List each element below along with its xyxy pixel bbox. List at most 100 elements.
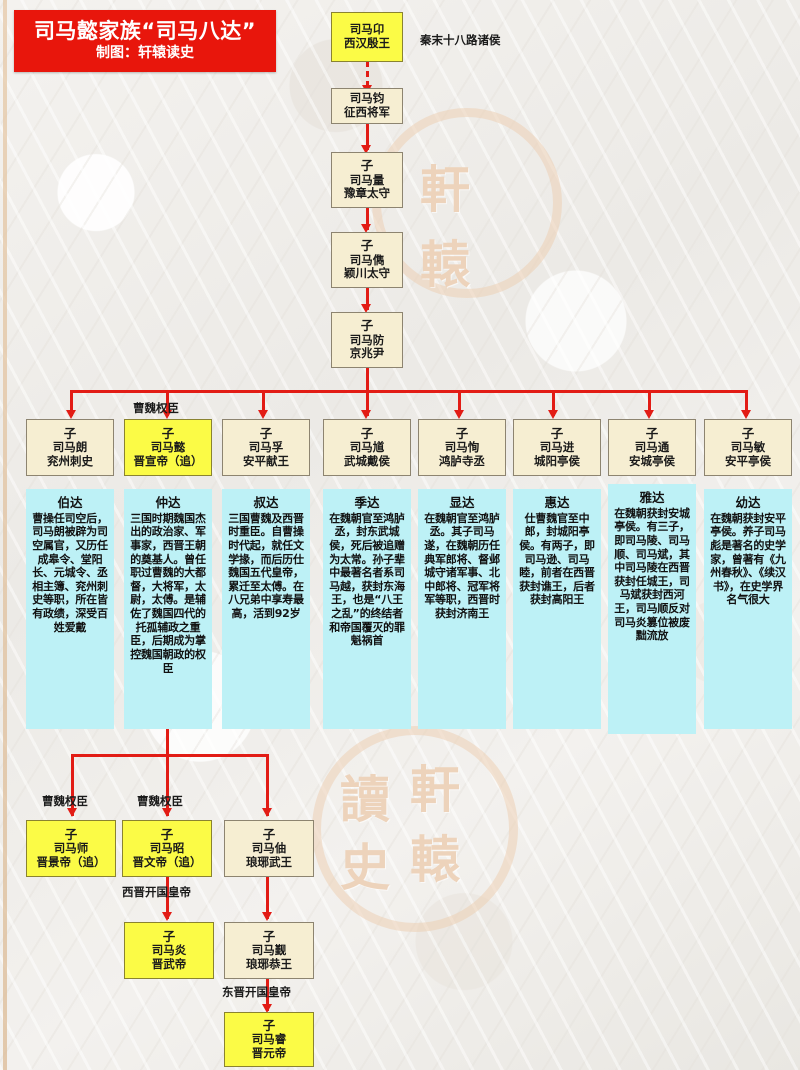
node-title: 兖州刺史: [47, 453, 93, 468]
node-name: 司马睿: [251, 1032, 287, 1047]
node-sima-zhao[interactable]: 子 司马昭 晋文帝（追）: [122, 820, 212, 877]
node-name: 司马孚: [248, 440, 284, 455]
node-sima-zhou[interactable]: 子 司马伷 琅琊武王: [224, 820, 314, 877]
description-body: 在魏朝官至鸿胪丞，封东武城侯，死后被追赠为太常。孙子辈中最著名者系司马越，获封东…: [329, 511, 405, 648]
arrow-gen3-3: [262, 808, 272, 817]
annotation-qin-lords: 秦末十八路诸侯: [420, 33, 501, 47]
arrow-2: [361, 145, 371, 154]
description-body: 三国曹魏及西晋时重臣。自曹操时代起，就任文学掾，而后历仕魏国五代皇帝，累迁至太傅…: [228, 511, 304, 620]
node-sima-jun2[interactable]: 子 司马儁 颖川太守: [331, 232, 403, 288]
node-sima-ang[interactable]: 司马卬 西汉殷王: [331, 12, 403, 62]
arrow-son-8: [741, 410, 751, 419]
node-relation: 子: [360, 238, 374, 254]
node-title: 晋武帝: [151, 956, 187, 971]
chart-credit: 制图：轩辕读史: [96, 45, 194, 62]
node-title: 颖川太守: [344, 266, 390, 281]
node-sima-jin[interactable]: 子 司马进 城阳亭侯: [513, 419, 601, 476]
node-relation: 子: [64, 826, 78, 842]
node-relation: 子: [741, 425, 755, 441]
node-name: 司马儁: [349, 252, 385, 267]
node-sima-fu[interactable]: 子 司马孚 安平献王: [222, 419, 310, 476]
drop-gen3-1: [71, 754, 74, 816]
node-name: 司马敏: [730, 440, 766, 455]
node-relation: 子: [259, 425, 273, 441]
node-title: 西汉殷王: [344, 36, 390, 50]
node-sima-lang[interactable]: 子 司马朗 兖州刺史: [26, 419, 114, 476]
node-sima-jun[interactable]: 司马钧 征西将军: [331, 88, 403, 124]
description-yada: 雅达 在魏朝获封安城亭侯。有三子，即司马陵、司马顺、司马斌，其中司马陵在西晋获封…: [608, 484, 696, 734]
arrow-son-1: [66, 410, 76, 419]
arrow-4: [361, 304, 371, 313]
node-relation: 子: [63, 425, 77, 441]
node-sima-yi[interactable]: 子 司马懿 晋宣帝（追）: [124, 419, 212, 476]
node-sima-fang[interactable]: 子 司马防 京兆尹: [331, 312, 403, 368]
connector-2: [366, 122, 369, 150]
node-sima-yan[interactable]: 子 司马炎 晋武帝: [124, 922, 214, 979]
description-youda: 幼达 在魏朝获封安平亭侯。养子司马彪是著名的史学家，曾著有《九州春秋》、《续汉书…: [704, 489, 792, 729]
node-sima-jin2[interactable]: 子 司马觐 琅琊恭王: [224, 922, 314, 979]
node-name: 司马炎: [151, 943, 187, 958]
arrow-son-5: [454, 410, 464, 419]
watermark-char-yuan-bottom: 轅: [410, 830, 460, 889]
description-heading: 叔达: [253, 495, 279, 510]
node-title: 晋宣帝（追）: [133, 453, 203, 468]
node-relation: 子: [360, 425, 374, 441]
description-heading: 显达: [449, 495, 475, 510]
node-name: 司马通: [634, 440, 670, 455]
drop-son-6: [552, 390, 555, 416]
node-title: 征西将军: [344, 105, 390, 119]
node-sima-kui[interactable]: 子 司马馗 武城戴侯: [323, 419, 411, 476]
arrow-gen4-2: [262, 912, 272, 921]
watermark-char-du: 讀: [340, 770, 390, 829]
node-name: 司马懿: [150, 440, 186, 455]
watermark-ring-bottom: [312, 726, 518, 932]
description-body: 三国时期魏国杰出的政治家、军事家，西晋王朝的奠基人。曾任职过曹魏的大都督，大将军…: [130, 511, 206, 675]
drop-gen4-1: [166, 877, 169, 919]
node-relation: 子: [262, 1017, 276, 1033]
description-body: 在魏朝官至鸿胪丞。其子司马遂，在魏朝历任典军郎将、督邺城守诸军事、北中郎将、冠军…: [424, 511, 500, 620]
node-name: 司马恂: [444, 440, 480, 455]
node-sima-rui[interactable]: 子 司马睿 晋元帝: [224, 1012, 314, 1067]
description-zhongda: 仲达 三国时期魏国杰出的政治家、军事家，西晋王朝的奠基人。曾任职过曹魏的大都督，…: [124, 489, 212, 729]
drop-son-3: [262, 390, 265, 416]
drop-son-5: [458, 390, 461, 416]
node-relation: 子: [161, 425, 175, 441]
node-title: 晋文帝（追）: [132, 854, 202, 869]
node-relation: 子: [162, 928, 176, 944]
drop-son-2: [166, 390, 169, 416]
drop-son-4: [366, 390, 369, 416]
node-title: 武城戴侯: [344, 453, 390, 468]
title-banner: 司马懿家族“司马八达” 制图：轩辕读史: [14, 10, 276, 72]
node-title: 琅琊恭王: [246, 956, 292, 971]
node-sima-tong[interactable]: 子 司马通 安城亭侯: [608, 419, 696, 476]
node-sima-min[interactable]: 子 司马敏 安平亭侯: [704, 419, 792, 476]
node-title: 安城亭侯: [629, 453, 675, 468]
node-name: 司马馗: [349, 440, 385, 455]
connector-4: [366, 288, 369, 310]
node-sima-shi[interactable]: 子 司马师 晋景帝（追）: [26, 820, 116, 877]
node-name: 司马防: [349, 332, 385, 347]
node-relation: 子: [262, 826, 276, 842]
node-sima-xun[interactable]: 子 司马恂 鸿胪寺丞: [418, 419, 506, 476]
drop-gen5-1: [266, 979, 269, 1011]
arrow-son-6: [548, 410, 558, 419]
arrow-gen5-1: [262, 1004, 272, 1013]
node-name: 司马觐: [251, 943, 287, 958]
description-body: 在魏朝获封安平亭侯。养子司马彪是著名的史学家，曾著有《九州春秋》、《续汉书》，在…: [710, 511, 786, 607]
connector-bus-gen3: [71, 754, 268, 757]
annotation-caowei-power-minister-zhao: 曹魏权臣: [137, 794, 183, 808]
drop-gen3-2: [166, 754, 169, 816]
watermark-char-shi: 史: [340, 838, 390, 897]
node-name: 司马伷: [251, 841, 287, 856]
node-name: 司马量: [349, 172, 385, 187]
connector-trunk-sons: [366, 368, 369, 392]
drop-gen4-2: [266, 877, 269, 919]
watermark-char-yuan-top: 轅: [420, 235, 470, 294]
node-relation: 子: [160, 826, 174, 842]
node-title: 鸿胪寺丞: [439, 453, 485, 468]
description-huida: 惠达 仕曹魏官至中郎，封城阳亭侯。有两子，即司马逊、司马睦，前者在西晋获封谯王，…: [513, 489, 601, 729]
node-sima-liang[interactable]: 子 司马量 豫章太守: [331, 152, 403, 208]
node-relation: 子: [360, 318, 374, 334]
description-body: 仕曹魏官至中郎，封城阳亭侯。有两子，即司马逊、司马睦，前者在西晋获封谯王，后者获…: [519, 511, 595, 607]
chart-title: 司马懿家族“司马八达”: [33, 19, 257, 44]
